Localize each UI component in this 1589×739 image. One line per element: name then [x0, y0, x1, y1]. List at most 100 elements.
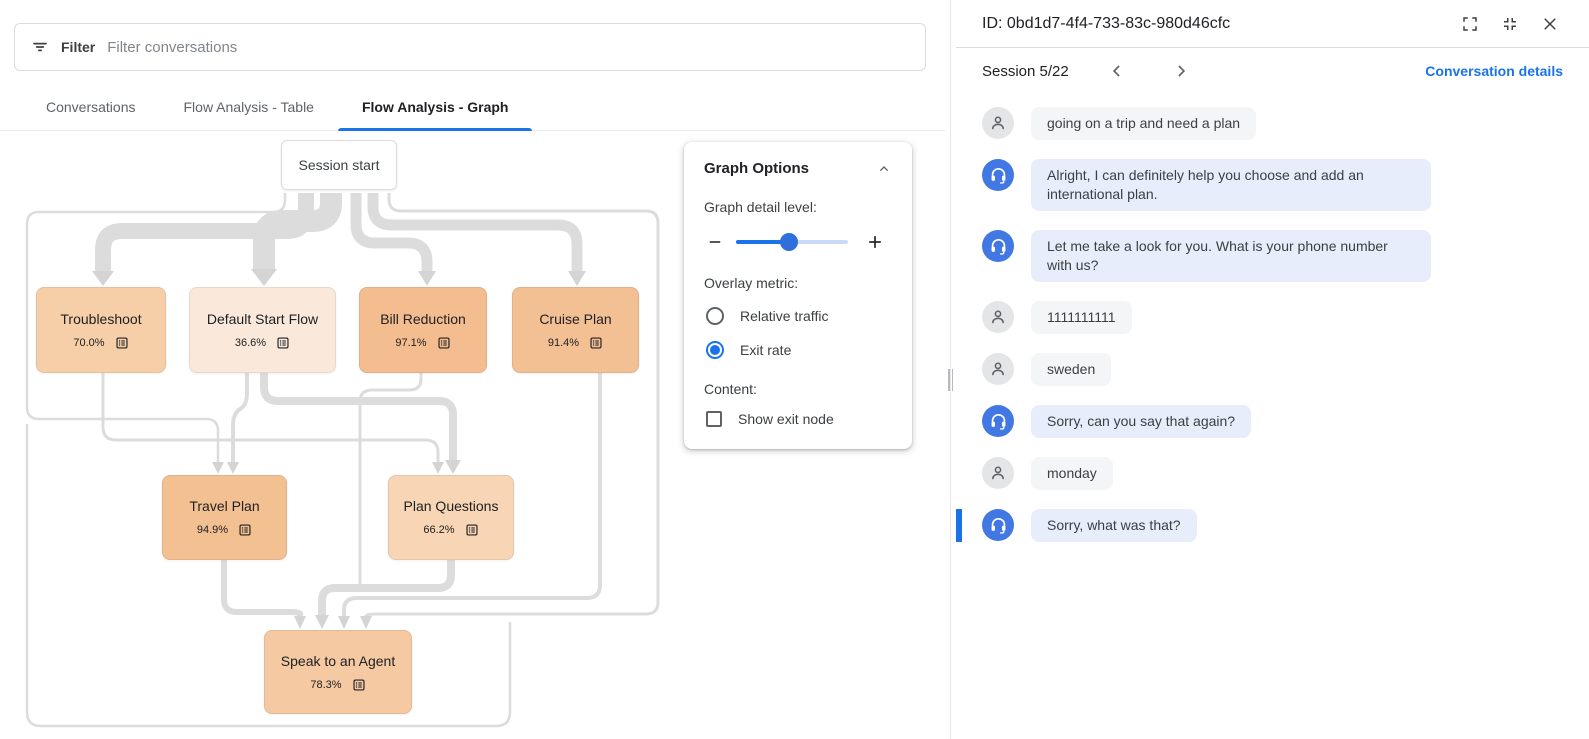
- graph-detail-label: Graph detail level:: [704, 199, 817, 215]
- overlay-metric-label: Overlay metric:: [704, 275, 799, 291]
- radio-option-relative-traffic[interactable]: Relative traffic: [704, 307, 892, 325]
- flow-edges: [25, 193, 660, 728]
- graph-options-panel: Graph Options Graph detail level: Overla: [684, 142, 912, 449]
- list-alt-icon: [116, 336, 128, 349]
- headset-icon: [991, 413, 1005, 430]
- detail-increase-button[interactable]: [864, 231, 886, 253]
- node-title: Speak to an Agent: [280, 652, 396, 669]
- node-exit-rate: 36.6%: [234, 336, 267, 349]
- radio-label: Exit rate: [740, 342, 792, 358]
- detail-level-slider[interactable]: [736, 233, 848, 251]
- chevron-left-icon[interactable]: [1105, 59, 1129, 83]
- radio-label: Relative traffic: [740, 308, 829, 324]
- selected-message-indicator: [956, 509, 962, 542]
- user-avatar: [982, 301, 1014, 333]
- bot-avatar: [982, 230, 1014, 262]
- list-alt-icon: [239, 524, 251, 536]
- filter-conversations-input[interactable]: [107, 38, 909, 56]
- panel-divider: [950, 0, 951, 739]
- node-exit-rate: 91.4%: [547, 336, 580, 349]
- flow-analysis-panel: Filter Conversations Flow Analysis - Tabl…: [0, 0, 945, 739]
- list-alt-icon: [277, 336, 289, 349]
- graph-node-cruise-plan[interactable]: Cruise Plan 91.4%: [512, 287, 639, 373]
- graph-node-bill-reduction[interactable]: Bill Reduction 97.1%: [359, 287, 487, 373]
- tab-flow-analysis-graph[interactable]: Flow Analysis - Graph: [337, 84, 533, 131]
- tab-conversations[interactable]: Conversations: [46, 99, 136, 115]
- fullscreen-icon[interactable]: [1457, 11, 1483, 37]
- graph-node-plan-questions[interactable]: Plan Questions 66.2%: [388, 475, 514, 560]
- close-icon[interactable]: [1537, 11, 1563, 37]
- graph-node-travel-plan[interactable]: Travel Plan 94.9%: [162, 475, 287, 560]
- node-exit-rate: 97.1%: [395, 336, 427, 349]
- person-icon: [992, 466, 1004, 480]
- person-icon: [992, 310, 1004, 324]
- content-label: Content:: [704, 381, 757, 397]
- user-avatar: [982, 457, 1014, 489]
- graph-node-default-start-flow[interactable]: Default Start Flow 36.6%: [189, 287, 336, 373]
- panel-resize-handle[interactable]: [945, 368, 956, 392]
- bot-avatar: [982, 405, 1014, 437]
- tab-bar: Conversations Flow Analysis - Table Flow A…: [0, 84, 945, 131]
- message-bubble: 1111111111: [1031, 301, 1132, 334]
- user-avatar: [982, 107, 1014, 139]
- chevron-up-icon[interactable]: [876, 161, 892, 177]
- node-exit-rate: 66.2%: [423, 524, 455, 536]
- message-bubble: Let me take a look for you. What is your…: [1031, 230, 1431, 282]
- show-exit-node-checkbox[interactable]: [706, 411, 722, 427]
- node-title: Plan Questions: [403, 498, 499, 514]
- user-message[interactable]: 1111111111: [956, 301, 1589, 334]
- bot-avatar: [982, 159, 1014, 191]
- list-alt-icon: [590, 336, 602, 349]
- headset-icon: [991, 238, 1005, 255]
- graph-node-troubleshoot[interactable]: Troubleshoot 70.0%: [36, 287, 166, 373]
- slider-thumb[interactable]: [779, 233, 798, 251]
- radio-option-exit-rate[interactable]: Exit rate: [704, 341, 892, 359]
- message-bubble: Sorry, what was that?: [1031, 509, 1197, 542]
- headset-icon: [991, 167, 1005, 184]
- node-title: Troubleshoot: [60, 310, 142, 327]
- detail-decrease-button[interactable]: [704, 231, 726, 253]
- bot-message[interactable]: Alright, I can definitely help you choos…: [956, 159, 1589, 211]
- message-bubble: Alright, I can definitely help you choos…: [1031, 159, 1431, 211]
- bot-message[interactable]: Sorry, what was that?: [956, 509, 1589, 542]
- radio-selected-icon[interactable]: [706, 341, 724, 359]
- user-avatar: [982, 353, 1014, 385]
- node-title: Cruise Plan: [539, 310, 612, 327]
- chevron-right-icon[interactable]: [1169, 59, 1193, 83]
- user-message[interactable]: going on a trip and need a plan: [956, 107, 1589, 140]
- graph-options-title: Graph Options: [704, 160, 809, 177]
- bot-message[interactable]: Let me take a look for you. What is your…: [956, 230, 1589, 282]
- filter-bar[interactable]: Filter: [14, 23, 926, 71]
- tab-flow-analysis-table[interactable]: Flow Analysis - Table: [183, 99, 314, 115]
- message-bubble: monday: [1031, 457, 1113, 490]
- user-message[interactable]: monday: [956, 457, 1589, 490]
- node-exit-rate: 94.9%: [196, 524, 229, 536]
- bot-message[interactable]: Sorry, can you say that again?: [956, 405, 1589, 438]
- show-exit-node-label: Show exit node: [738, 411, 834, 427]
- fullscreen-exit-icon[interactable]: [1497, 11, 1523, 37]
- show-exit-node-option[interactable]: Show exit node: [704, 411, 892, 427]
- filter-label: Filter: [61, 39, 96, 55]
- filter-icon: [31, 38, 49, 56]
- radio-unselected-icon[interactable]: [706, 307, 724, 325]
- person-icon: [992, 116, 1004, 130]
- node-exit-rate: 78.3%: [310, 678, 342, 691]
- list-alt-icon: [353, 678, 365, 691]
- message-bubble: going on a trip and need a plan: [1031, 107, 1257, 140]
- user-message[interactable]: sweden: [956, 353, 1589, 386]
- message-bubble: Sorry, can you say that again?: [1031, 405, 1252, 438]
- conversation-details-link[interactable]: Conversation details: [1425, 63, 1563, 79]
- list-alt-icon: [466, 524, 478, 536]
- flow-graph-canvas[interactable]: Session start Troubleshoot 70.0% Default S…: [0, 131, 945, 739]
- graph-node-speak-to-agent[interactable]: Speak to an Agent 78.3%: [264, 630, 412, 714]
- headset-icon: [991, 517, 1005, 534]
- node-title: Travel Plan: [189, 498, 260, 514]
- message-bubble: sweden: [1031, 353, 1112, 386]
- graph-node-session-start[interactable]: Session start: [281, 140, 397, 190]
- node-title: Default Start Flow: [206, 310, 319, 327]
- node-title: Bill Reduction: [380, 310, 466, 327]
- list-alt-icon: [438, 336, 450, 349]
- node-exit-rate: 70.0%: [73, 336, 105, 349]
- conversation-id-title: ID: 0bd1d7-4f4-733-83c-980d46cfc: [982, 14, 1231, 32]
